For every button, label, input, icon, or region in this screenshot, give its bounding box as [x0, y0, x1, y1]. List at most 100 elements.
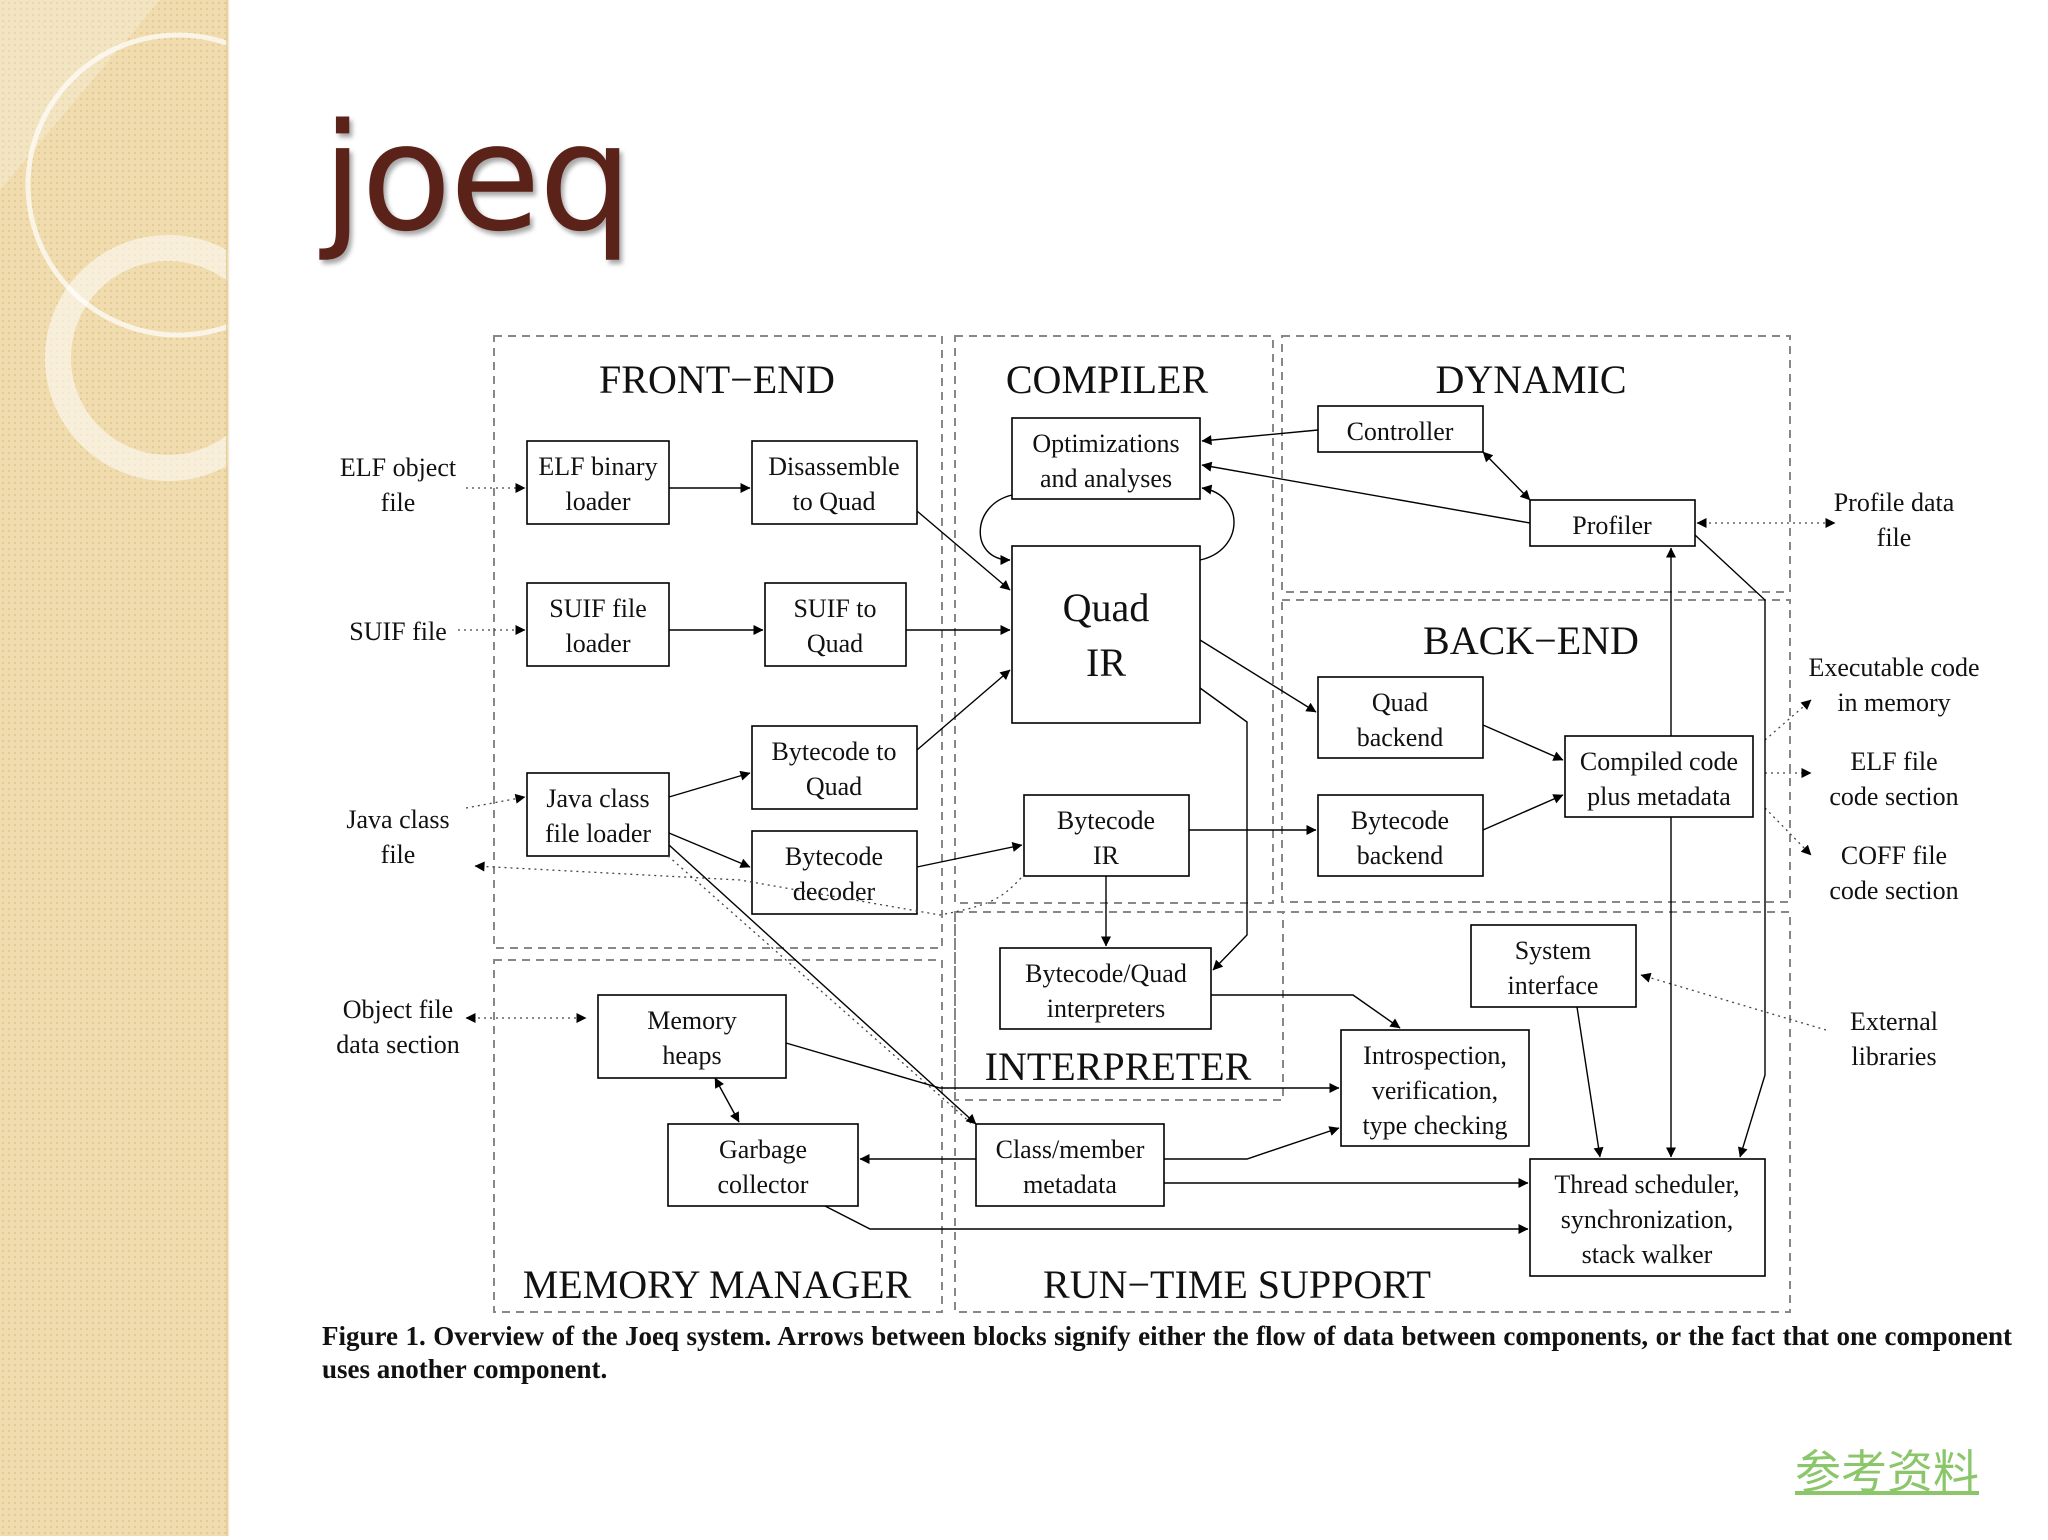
box-label: Profiler	[1572, 511, 1652, 540]
box-elf-binary-loader: ELF binary loader	[526, 440, 670, 525]
arrow-metadata-to-introspection	[1164, 1126, 1340, 1160]
external-label: data section	[336, 1030, 459, 1059]
box-java-class-file-loader: Java class file loader	[526, 772, 670, 857]
box-label: metadata	[1023, 1170, 1117, 1199]
box-label: SUIF file	[549, 594, 647, 623]
corner-highlight	[0, 0, 160, 190]
box-label: heaps	[662, 1041, 721, 1070]
box-label: Bytecode/Quad	[1025, 959, 1187, 988]
region-memory-manager	[493, 959, 943, 1313]
box-label: interpreters	[1047, 994, 1165, 1023]
box-label: Bytecode	[1057, 806, 1155, 835]
region-dynamic	[1281, 335, 1791, 593]
arrow-java-to-class-metadata	[668, 844, 977, 1125]
box-controller: Controller	[1317, 405, 1484, 453]
box-label: System	[1515, 936, 1592, 965]
box-bytecode-to-quad: Bytecode to Quad	[751, 725, 918, 810]
external-label: file	[381, 840, 416, 869]
box-label: Quad	[806, 772, 862, 801]
connector-ext-libraries	[1640, 972, 1827, 1031]
region-label-compiler: COMPILER	[1006, 357, 1209, 402]
box-class-member-metadata: Class/member metadata	[975, 1123, 1165, 1207]
box-disassemble-to-quad: Disassemble to Quad	[751, 440, 918, 525]
box-label: plus metadata	[1587, 782, 1731, 811]
box-label: and analyses	[1040, 464, 1172, 493]
arrow-quad-to-opt-loop	[1199, 484, 1235, 561]
box-label: Quad	[807, 629, 863, 658]
box-label: Thread scheduler,	[1554, 1170, 1739, 1199]
arrow-bytecode-to-quad-ir	[916, 669, 1011, 751]
box-label: Optimizations	[1032, 429, 1179, 458]
box-label: Controller	[1347, 417, 1454, 446]
arrow-gc-to-thread	[824, 1205, 1529, 1234]
box-label: Class/member	[996, 1135, 1145, 1164]
external-label: Java class	[346, 805, 449, 834]
external-label: file	[381, 488, 416, 517]
box-label: interface	[1508, 971, 1599, 1000]
box-optimizations-and-analyses: Optimizations and analyses	[1011, 417, 1201, 500]
connector-java-loader-dotted	[667, 855, 973, 1125]
external-label: file	[1877, 523, 1912, 552]
box-label: decoder	[793, 877, 876, 906]
external-label: code section	[1829, 876, 1958, 905]
flow-arrows	[668, 429, 1766, 1234]
box-bytecode-decoder: Bytecode decoder	[751, 830, 918, 915]
box-label: Quad	[1063, 585, 1150, 630]
box-profiler: Profiler	[1529, 499, 1696, 547]
external-label: ELF object	[340, 453, 457, 482]
box-bytecode-ir: Bytecode IR	[1023, 794, 1190, 877]
sidebar-decoration	[0, 0, 331, 1536]
external-label: SUIF file	[349, 617, 447, 646]
box-label: file loader	[545, 819, 651, 848]
box-bytecode-backend: Bytecode backend	[1317, 794, 1484, 877]
external-label: External	[1850, 1007, 1938, 1036]
region-label-memory-manager: MEMORY MANAGER	[523, 1262, 912, 1307]
box-label: Bytecode	[785, 842, 883, 871]
connector-coff-section	[1764, 807, 1812, 856]
external-connectors	[458, 483, 1836, 1125]
external-label: in memory	[1837, 688, 1950, 717]
box-label: Disassemble	[768, 452, 899, 481]
region-back-end	[1281, 599, 1791, 903]
box-label: Java class	[546, 784, 649, 813]
arrow-profiler-to-opt	[1201, 461, 1531, 524]
box-label: to Quad	[792, 487, 875, 516]
external-label: Profile data	[1834, 488, 1955, 517]
box-label: IR	[1093, 841, 1120, 870]
arrow-system-to-thread	[1576, 1006, 1604, 1158]
box-quad-backend: Quad backend	[1317, 676, 1484, 759]
external-label: code section	[1829, 782, 1958, 811]
box-label: ELF binary	[538, 452, 657, 481]
box-label: Bytecode	[1351, 806, 1449, 835]
box-label: Introspection,	[1363, 1041, 1507, 1070]
reference-link[interactable]: 参考资料	[1795, 1445, 1979, 1499]
connector-java-class-in	[465, 793, 526, 809]
figure-caption: Figure 1. Overview of the Joeq system. A…	[322, 1321, 2012, 1384]
box-quad-ir: Quad IR	[1011, 545, 1201, 724]
arrow-decoder-to-bytecode-ir	[916, 842, 1023, 868]
arrow-heaps-to-introspection	[785, 1042, 1340, 1093]
region-label-front-end: FRONT−END	[599, 357, 835, 402]
region-interpreter	[954, 911, 1284, 1101]
region-label-back-end: BACK−END	[1423, 618, 1639, 663]
arrow-java-to-decoder	[668, 832, 751, 868]
box-label: Bytecode to	[772, 737, 897, 766]
region-label-interpreter: INTERPRETER	[985, 1044, 1252, 1089]
box-label: backend	[1357, 841, 1444, 870]
arrow-java-to-bytecode-quad	[668, 770, 751, 798]
box-label: Memory	[647, 1006, 737, 1035]
sidebar-edge	[226, 0, 230, 1536]
external-label: ELF file	[1850, 747, 1937, 776]
box-label: type checking	[1362, 1111, 1507, 1140]
arrow-quad-to-backend	[1199, 639, 1317, 713]
box-label: backend	[1357, 723, 1444, 752]
external-label: libraries	[1851, 1042, 1936, 1071]
arrow-opt-to-quad-loop	[979, 494, 1013, 565]
box-label: verification,	[1372, 1076, 1498, 1105]
box-label: IR	[1086, 640, 1126, 685]
box-label: collector	[718, 1170, 809, 1199]
box-label: SUIF to	[793, 594, 876, 623]
arrow-interpreters-to-introspection	[1211, 994, 1401, 1029]
arrow-profiler-to-thread	[1694, 534, 1766, 1158]
